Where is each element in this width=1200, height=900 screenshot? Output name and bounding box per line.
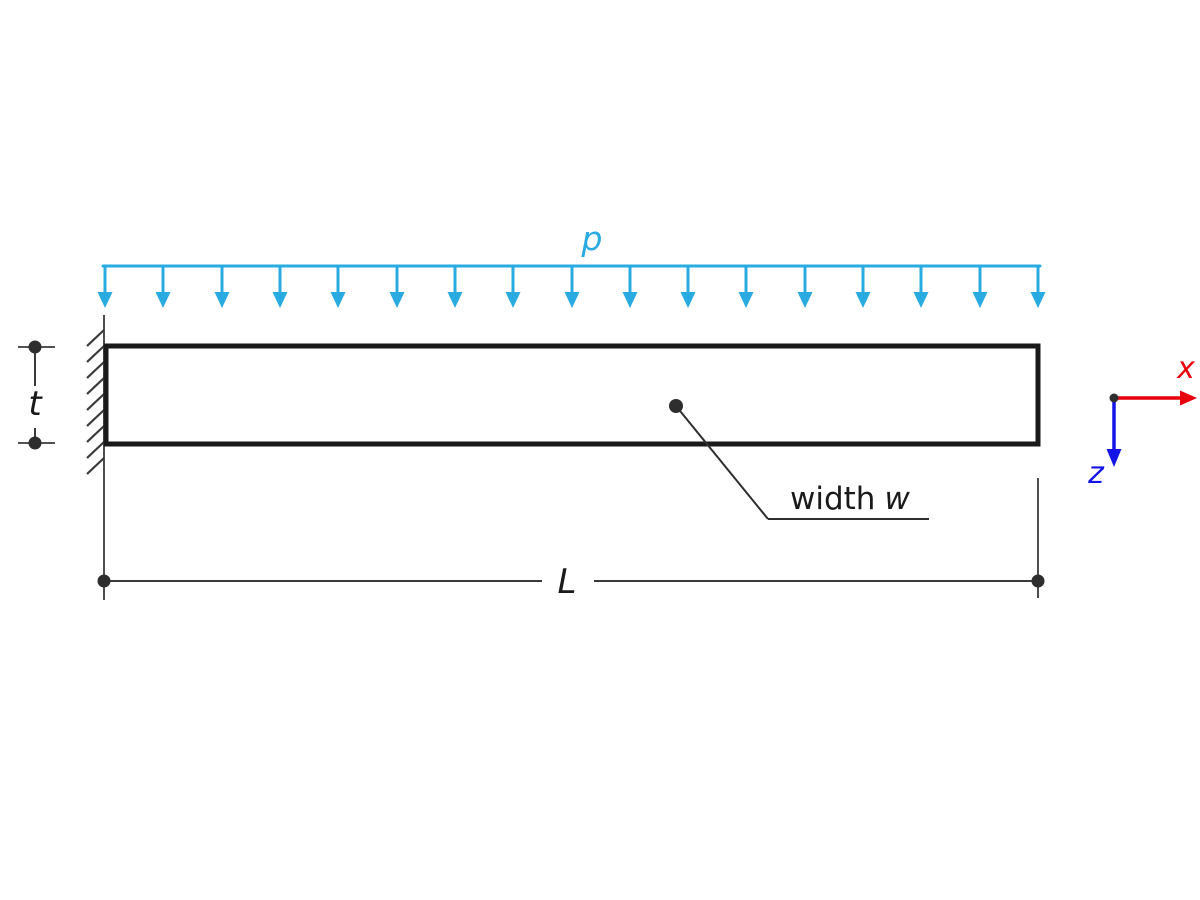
load-arrows bbox=[96, 265, 1047, 310]
length-dot-left bbox=[97, 574, 111, 588]
coordinate-origin-dot bbox=[1109, 393, 1119, 403]
beam bbox=[103, 343, 1041, 447]
x-axis-arrowhead-icon bbox=[1180, 390, 1197, 406]
z-axis-arrowhead-icon bbox=[1106, 449, 1122, 467]
fixed-support bbox=[86, 315, 105, 600]
z-axis-label: z bbox=[1087, 456, 1105, 491]
wall-hatching bbox=[86, 329, 105, 475]
length-dimension: L bbox=[97, 478, 1045, 602]
load-label: p bbox=[581, 219, 603, 258]
width-leader-line bbox=[675, 405, 769, 520]
x-axis-label: x bbox=[1176, 351, 1195, 386]
thickness-dot-bottom bbox=[28, 436, 42, 450]
length-label: L bbox=[558, 562, 577, 602]
length-dot-right bbox=[1031, 574, 1045, 588]
distributed-load: p bbox=[96, 219, 1047, 310]
thickness-dot-top bbox=[28, 340, 42, 354]
coordinate-system: x z bbox=[1087, 351, 1197, 491]
thickness-label: t bbox=[28, 384, 43, 424]
thickness-dimension: t bbox=[18, 340, 55, 450]
